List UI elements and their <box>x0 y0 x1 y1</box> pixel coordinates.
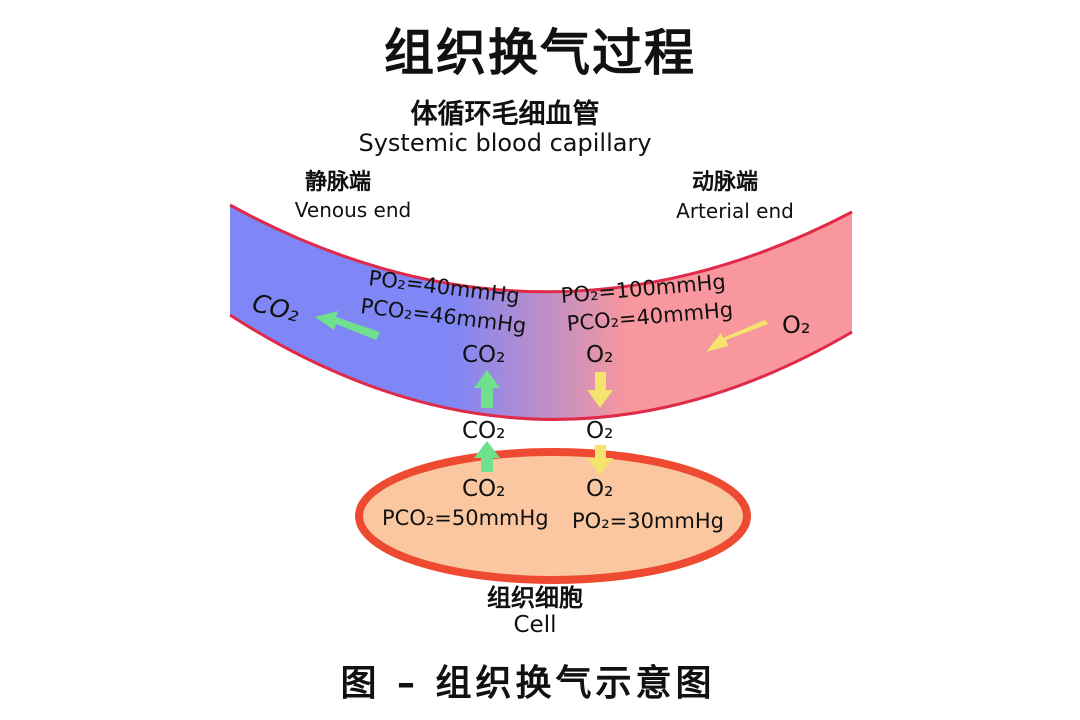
capillary-wall-bottom <box>229 313 853 421</box>
cell-label-en: Cell <box>513 612 557 638</box>
o2-vessel-label: O₂ <box>586 342 614 368</box>
capillary-wall-top <box>229 203 853 294</box>
capillary-band <box>230 205 852 420</box>
o2-down-arrow-upper <box>587 372 613 408</box>
co2-up-arrow-upper <box>474 370 500 408</box>
capillary-label-zh: 体循环毛细血管 <box>410 99 600 130</box>
co2-exit-arrow <box>315 311 380 340</box>
arterial-end-label-zh: 动脉端 <box>691 170 759 195</box>
cell-label-zh: 组织细胞 <box>487 584 583 612</box>
cell-po2-label: PO₂=30mmHg <box>572 509 724 533</box>
co2-between-label: CO₂ <box>462 418 506 444</box>
cell-pco2-label: PCO₂=50mmHg <box>382 506 549 530</box>
arterial-end-label-en: Arterial end <box>676 199 794 223</box>
o2-cell-label: O₂ <box>586 476 614 502</box>
co2-cell-label: CO₂ <box>462 476 506 502</box>
figure-caption: 图 – 组织换气示意图 <box>340 663 716 704</box>
o2-enter-label: O₂ <box>782 311 811 339</box>
venous-end-label-zh: 静脉端 <box>304 170 372 195</box>
co2-vessel-label: CO₂ <box>462 342 506 368</box>
tissue-cell <box>355 448 751 584</box>
o2-between-label: O₂ <box>586 418 614 444</box>
venous-end-label-en: Venous end <box>294 198 412 222</box>
co2-up-arrow-lower <box>474 441 500 472</box>
page-title: 组织换气过程 <box>384 24 696 82</box>
o2-down-arrow-lower <box>587 445 613 475</box>
capillary-label-en: Systemic blood capillary <box>358 129 652 157</box>
o2-enter-arrow <box>706 320 768 352</box>
